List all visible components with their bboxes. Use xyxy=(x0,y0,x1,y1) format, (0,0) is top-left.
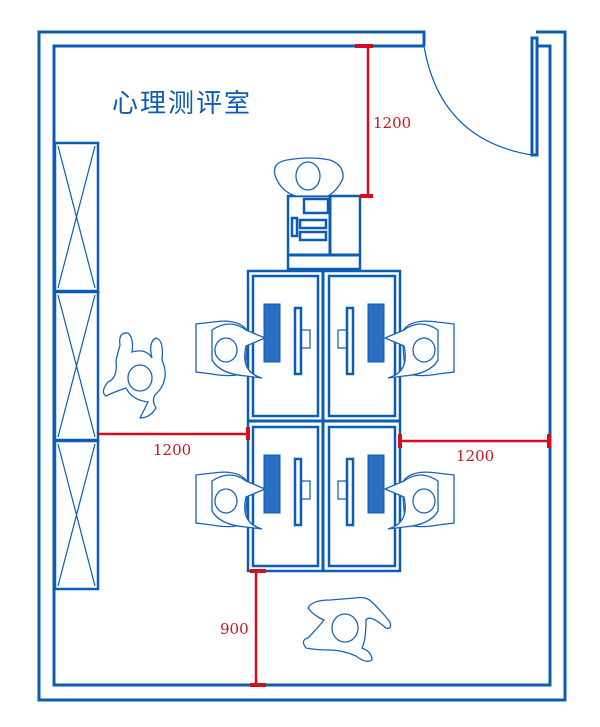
dimension-label: 1200 xyxy=(373,114,411,132)
keyboard-icon xyxy=(263,303,281,363)
head-icon xyxy=(412,337,436,363)
room-title: 心理测评室 xyxy=(112,89,252,119)
walking-head-icon xyxy=(331,613,359,643)
head-icon xyxy=(214,488,238,514)
dimension-top: 1200 xyxy=(355,44,411,198)
cabinet-2-cross xyxy=(57,294,96,438)
monitor-icon xyxy=(293,306,303,376)
workstation-bottom-right xyxy=(337,454,455,530)
workstation-top-left xyxy=(195,303,311,379)
monitor-stand-icon xyxy=(337,480,348,500)
cabinet-3-cross xyxy=(57,443,96,587)
dimension-bottom: 900 xyxy=(220,569,266,687)
supervisor-drawer-2 xyxy=(298,230,328,242)
supervisor-monitor xyxy=(302,197,330,215)
cabinet-1-cross xyxy=(57,145,96,289)
monitor-stand-icon xyxy=(300,329,311,349)
walking-person-left xyxy=(102,332,166,419)
cabinets xyxy=(53,141,100,591)
head-icon xyxy=(412,488,436,514)
dimension-label: 1200 xyxy=(153,441,191,459)
monitor-stand-icon xyxy=(300,480,311,500)
keyboard-icon xyxy=(367,454,385,514)
inner-wall xyxy=(52,44,552,687)
monitor-icon xyxy=(345,457,355,527)
desk-bottom-right xyxy=(327,425,397,568)
supervisor-drawer-1 xyxy=(298,218,328,230)
supervisor-handle xyxy=(290,216,299,238)
workstation-bottom-left xyxy=(195,454,311,530)
dimension-label: 1200 xyxy=(456,447,494,465)
monitor-icon xyxy=(345,306,355,376)
door-leaf xyxy=(530,36,539,157)
supervisor-desk xyxy=(273,157,362,271)
walls xyxy=(37,30,567,702)
door-swing-arc xyxy=(423,45,533,156)
desk-top-right xyxy=(327,274,397,418)
monitor-stand-icon xyxy=(337,329,348,349)
keyboard-icon xyxy=(263,454,281,514)
keyboard-icon xyxy=(367,303,385,363)
monitor-icon xyxy=(293,457,303,527)
dimension-right: 1200 xyxy=(398,434,551,465)
supervisor-head-icon xyxy=(295,161,321,191)
dimension-label: 900 xyxy=(220,620,249,638)
head-icon xyxy=(214,337,238,363)
walking-head-icon xyxy=(127,364,153,392)
walking-person-bottom xyxy=(302,596,392,662)
workstation-top-right xyxy=(337,303,455,379)
desk-top-left xyxy=(251,274,320,418)
dimension-left: 1200 xyxy=(98,427,250,459)
desk-bottom-left xyxy=(251,425,320,568)
